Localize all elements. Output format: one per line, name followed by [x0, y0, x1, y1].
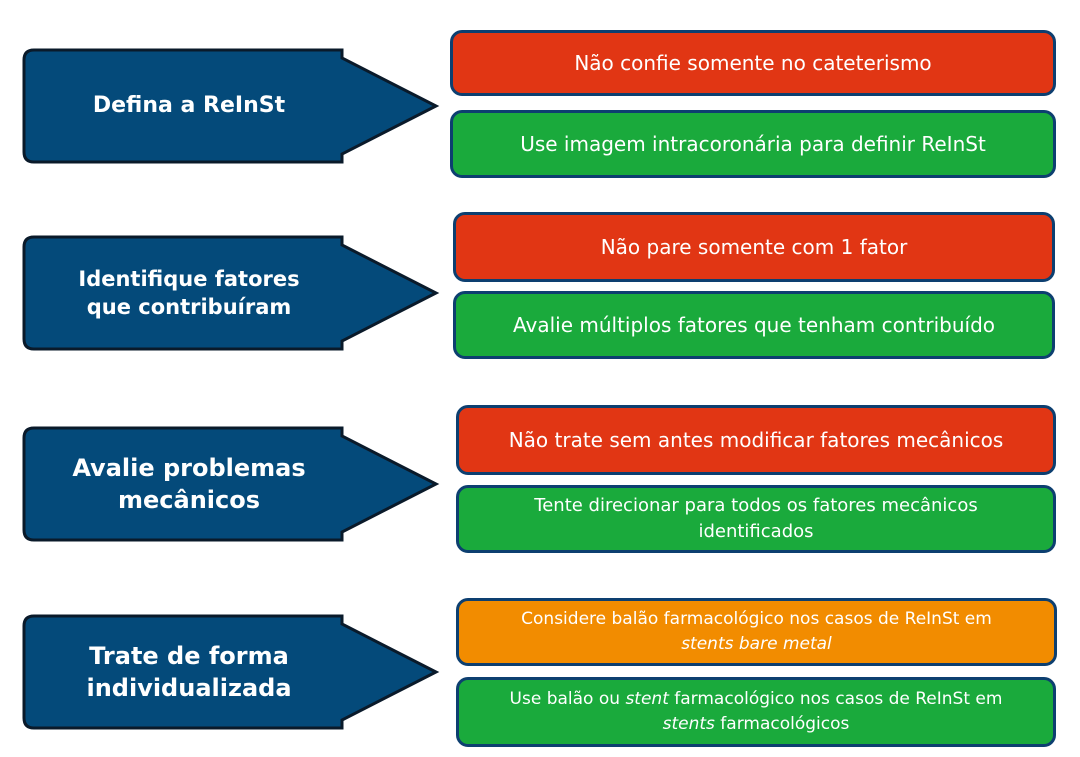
arrow-shape: [22, 614, 440, 730]
step-title-line1: Identifique fatores: [78, 266, 300, 291]
do-text-em: stents: [662, 714, 715, 734]
step-title-line1: Defina a ReInSt: [92, 93, 286, 119]
consider-text-line1: Considere balão farmacológico nos casos …: [521, 609, 992, 630]
do-text-part: farmacológicos: [714, 714, 850, 734]
consider-text-line2: stents bare metal: [681, 634, 832, 654]
do-text-part: Use balão ou: [509, 689, 626, 710]
step-title-line1: Trate de forma: [89, 641, 289, 670]
step-define: Defina a ReInSt: [22, 48, 442, 168]
step-evaluate: Avalie problemas mecânicos: [22, 426, 442, 546]
do-text-line1: Use balão ou stent farmacológico nos cas…: [510, 687, 1003, 712]
do-text-line2: identificados: [698, 521, 814, 542]
step-title-line2: mecânicos: [117, 486, 261, 514]
do-text: Use imagem intracoronária para definir R…: [520, 131, 986, 156]
consider-box: Considere balão farmacológico nos casos …: [456, 598, 1057, 666]
step-title: Defina a ReInSt: [30, 58, 348, 154]
do-text-line2: stents farmacológicos: [663, 712, 850, 737]
step-title: Identifique fatores que contribuíram: [30, 245, 348, 341]
do-text-part: farmacológico nos casos de ReInSt em: [668, 689, 1003, 710]
do-box: Use balão ou stent farmacológico nos cas…: [456, 677, 1056, 747]
step-title: Trate de forma individualizada: [30, 624, 348, 720]
dont-text: Não pare somente com 1 fator: [600, 234, 908, 259]
step-title-line1: Avalie problemas: [72, 453, 306, 482]
step-identify: Identifique fatores que contribuíram: [22, 235, 442, 355]
arrow-shape: [22, 48, 440, 164]
dont-text: Não confie somente no cateterismo: [574, 50, 932, 75]
do-text-line1: Tente direcionar para todos os fatores m…: [534, 494, 978, 516]
do-text: Avalie múltiplos fatores que tenham cont…: [512, 312, 995, 337]
do-text-em: stent: [625, 689, 669, 710]
do-box: Tente direcionar para todos os fatores m…: [456, 485, 1056, 553]
arrow-shape: [22, 426, 440, 542]
step-title: Avalie problemas mecânicos: [30, 436, 348, 532]
dont-box: Não confie somente no cateterismo: [450, 30, 1056, 96]
step-title-line2: que contribuíram: [86, 295, 292, 319]
step-title-line2: individualizada: [86, 674, 292, 702]
dont-box: Não trate sem antes modificar fatores me…: [456, 405, 1056, 475]
step-treat: Trate de forma individualizada: [22, 614, 442, 734]
dont-box: Não pare somente com 1 fator: [453, 212, 1055, 282]
dont-text: Não trate sem antes modificar fatores me…: [508, 427, 1004, 452]
do-box: Use imagem intracoronária para definir R…: [450, 110, 1056, 178]
arrow-shape: [22, 235, 440, 351]
do-box: Avalie múltiplos fatores que tenham cont…: [453, 291, 1055, 359]
